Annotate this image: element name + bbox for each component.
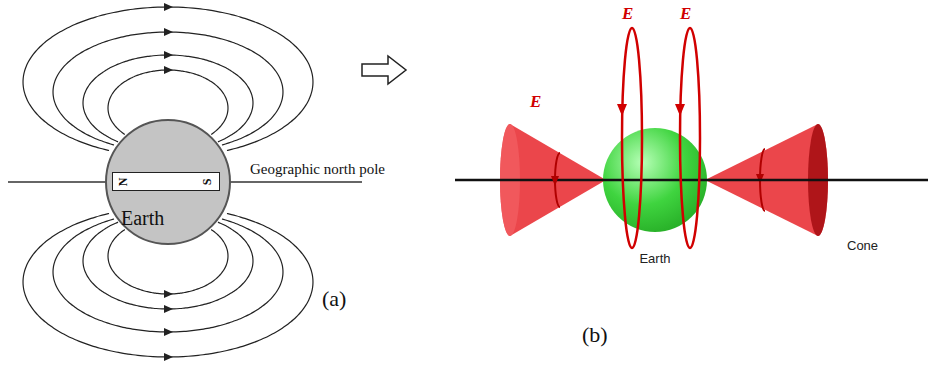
pole-label: S: [202, 178, 216, 185]
arrow-head: [617, 104, 627, 116]
arrow-head: [675, 104, 685, 116]
arrow-head: [164, 28, 173, 36]
left-cone: [500, 124, 606, 236]
bar-magnet: NS: [112, 172, 220, 191]
earth-sphere: Earth: [603, 128, 707, 232]
field-loop: [680, 28, 700, 248]
arrow-head: [164, 305, 173, 313]
field-loop: [555, 153, 560, 207]
field-symbol: E: [622, 4, 633, 24]
arrow-head: [164, 290, 173, 298]
arrow-head: [164, 3, 173, 11]
field-symbol: E: [680, 4, 691, 24]
cone-body: [705, 124, 828, 236]
arrow-head: [551, 176, 559, 186]
cone-shape: Cone: [705, 122, 825, 238]
transform-arrow: [362, 56, 406, 84]
panel-label: (b): [582, 322, 608, 347]
cone-label: Cone: [847, 239, 928, 254]
earth-label: Earth: [603, 252, 707, 267]
field-loop: [622, 28, 642, 248]
cone-shape-outline: [705, 122, 825, 238]
arrow-head: [164, 66, 173, 74]
arrow-head: [164, 328, 173, 336]
earth-label: Earth: [121, 207, 243, 230]
earth-globe: EarthNS: [105, 119, 231, 245]
cone-base: [808, 124, 828, 236]
arrow-head: [164, 51, 173, 59]
rotation-axis: [455, 179, 928, 182]
arrow-head: [164, 353, 173, 361]
field-lines: [23, 3, 313, 361]
cone-base: [500, 124, 520, 236]
pole-label: N: [117, 177, 131, 186]
panel-label: (a): [322, 286, 346, 311]
field-symbol: E: [530, 92, 541, 112]
axis-label: Geographic north pole: [250, 161, 385, 178]
arrow-head: [756, 174, 764, 184]
